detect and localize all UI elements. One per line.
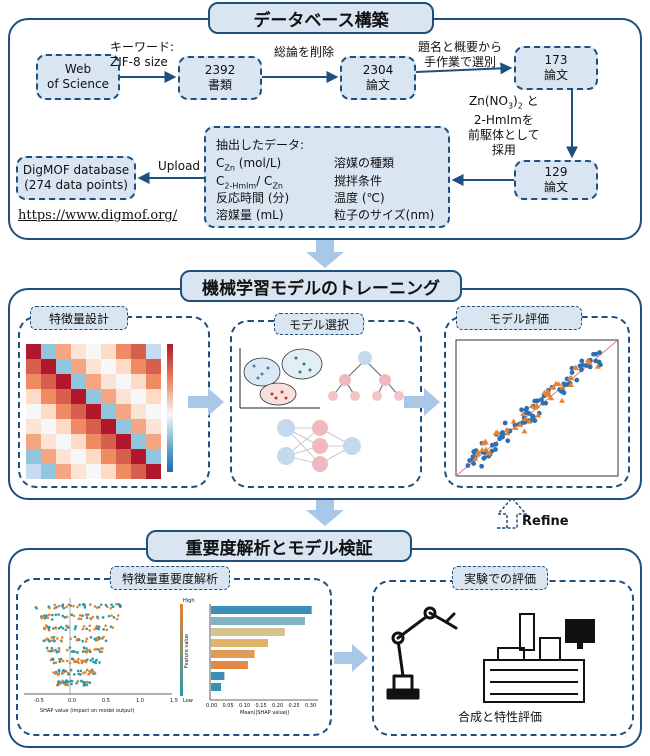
refine-label: Refine [522,514,569,529]
extract-particle-size: 粒子のサイズ(nm) [334,208,435,222]
papers-173-unit: 論文 [543,68,568,82]
experiment-chip: 実験での評価 [452,566,548,590]
high-label: High [183,598,195,604]
papers-129-count: 129 [544,165,568,179]
digmof-count: (274 data points) [24,178,128,192]
bar-tick: 0.15 [255,703,267,709]
docs-2392-box: 2392 書類 [178,56,262,100]
bar-tick: 0.05 [222,703,234,709]
digmof-name: DigMOF database [22,163,130,177]
extract-solvent-volume: 溶媒量 (mL) [216,208,284,222]
bar-tick: 0.10 [239,703,251,709]
upload-label: Upload [158,159,201,173]
docs-2392-unit: 書類 [207,78,232,92]
low-label: Low [183,698,193,704]
down-arrow-1 [306,240,344,268]
model-eval-chip: モデル評価 [456,306,582,330]
bar-tick: 0.20 [272,703,284,709]
papers-2304-box: 2304 論文 [340,56,416,100]
feature-importance-chip: 特徴量重要度解析 [110,566,230,590]
model-select-panel [230,320,422,488]
keyword-label-line2: ZIF-8 size [110,55,168,69]
docs-2392-count: 2392 [204,63,236,77]
extract-time: 反応時間 (分) [216,191,290,205]
dedup-label: 総論を削除 [274,45,335,59]
precursor-line2: 採用 [491,143,516,158]
papers-129-unit: 論文 [543,180,568,194]
shap-xlabel: SHAP value (impact on model output) [40,708,135,714]
extract-czn: CZn (mol/L) [216,156,282,173]
precursor-label: Zn(NO3)2 と 2-HmImを 前駆体として 採用 [468,94,540,158]
model-select-chip: モデル選択 [274,313,364,335]
digmof-box: DigMOF database (274 data points) [16,156,136,200]
wos-line1: Web [64,62,92,76]
extract-title: 抽出したデータ: [216,138,305,152]
papers-2304-count: 2304 [362,63,394,77]
extract-stirring: 撹拌条件 [334,174,383,188]
training-title: 機械学習モデルのトレーニング [180,270,462,302]
feature-design-panel [18,316,210,488]
papers-173-count: 173 [544,53,568,67]
extract-temperature: 温度 (℃) [334,191,385,205]
shap-tick: 1.5 [170,698,178,704]
shap-tick: -0.5 [34,698,44,704]
precursor-line1: 前駆体として [468,128,540,143]
bar-tick: 0.30 [305,703,317,709]
papers-129-box: 129 論文 [514,160,598,200]
shap-tick: 0.5 [102,698,110,704]
extract-solvent-type: 溶媒の種類 [334,156,395,170]
keyword-label: キーワード: ZIF-8 size [110,40,174,70]
select-label: 題名と概要から 手作業で選別 [418,40,502,70]
select-label-line2: 手作業で選別 [424,55,497,69]
zn-no3-label: Zn(NO3)2 と [469,94,539,111]
papers-2304-unit: 論文 [365,78,390,92]
bar-tick: 0.00 [206,703,218,709]
bar-xlabel: Mean(|SHAP value|) [240,710,290,716]
hmim-label: 2-HmImを [473,113,534,128]
web-of-science-box: Web of Science [36,54,120,100]
feature-design-chip: 特徴量設計 [30,306,128,330]
extract-ratio: C2-Hmlm/ CZn [216,174,284,191]
analysis-title: 重要度解析とモデル検証 [146,530,412,562]
database-title: データベース構築 [208,2,434,34]
wos-line2: of Science [47,77,109,91]
bar-tick: 0.25 [288,703,300,709]
feature-value-label: Feature value [184,633,191,669]
model-eval-panel [444,316,630,488]
keyword-label-line1: キーワード: [110,40,175,54]
shap-tick: 0.0 [68,698,76,704]
synthesis-label: 合成と特性評価 [458,710,543,724]
select-label-line1: 題名と概要から [418,40,503,54]
papers-173-box: 173 論文 [514,46,598,90]
shap-tick: 1.0 [136,698,144,704]
extracted-data-box: 抽出したデータ: CZn (mol/L) C2-Hmlm/ CZn 反応時間 (… [204,126,450,228]
down-arrow-2 [306,500,344,526]
digmof-url[interactable]: https://www.digmof.org/ [18,208,178,223]
